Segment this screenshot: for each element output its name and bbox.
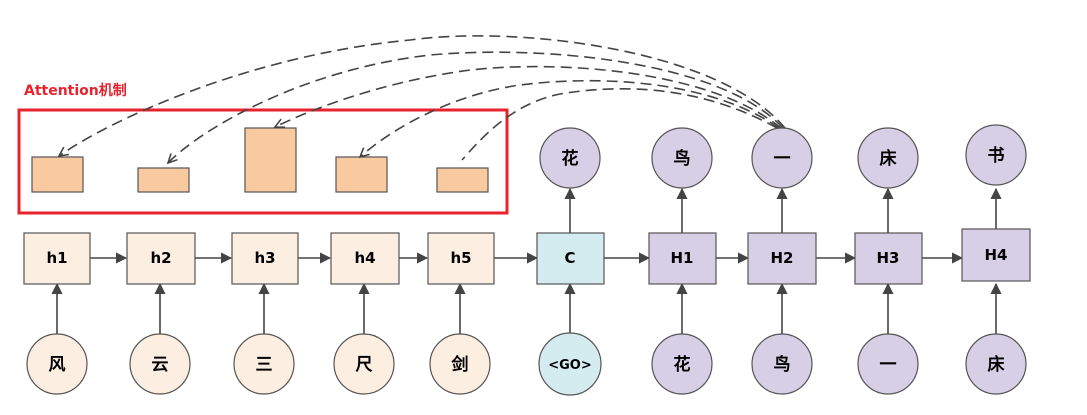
go-input-token: <GO> (548, 358, 592, 373)
context-box (536, 232, 605, 285)
decoder-input-circle-2 (751, 333, 813, 395)
decoder-input-token-2: 鸟 (774, 354, 791, 375)
attention-weight-bar-2 (137, 167, 190, 193)
encoder-state-label-2: h2 (150, 249, 171, 267)
encoder-inputs: 风 云 三 尺 剑 (26, 333, 491, 395)
context-label: C (564, 249, 575, 267)
encoder-state-label-3: h3 (254, 249, 275, 267)
output-circle-3 (751, 127, 813, 189)
attention-weight-bar-1 (31, 156, 84, 193)
encoder-state-box-4 (330, 232, 400, 285)
output-token-2: 鸟 (674, 148, 691, 169)
output-token-3: 一 (774, 149, 791, 169)
output-token-5: 书 (988, 146, 1005, 166)
encoder-input-token-4: 尺 (356, 355, 373, 375)
decoder-state-box-1 (648, 232, 717, 285)
decoder-input-circle-3 (857, 333, 919, 395)
encoder-state-box-1 (23, 232, 91, 285)
encoder-input-token-2: 云 (152, 355, 169, 375)
decoder-input-circle-4 (965, 333, 1027, 395)
decoder-inputs: 花 鸟 一 床 (651, 333, 1027, 395)
input-arrows (51, 282, 1002, 334)
encoder-states: h1 h2 h3 h4 h5 (23, 232, 495, 285)
decoder-states: H1 H2 H3 H4 (648, 228, 1031, 285)
decoder-input-token-1: 花 (674, 354, 691, 375)
encoder-state-box-5 (427, 232, 495, 285)
attention-arc-5 (461, 87, 778, 161)
encoder-input-circle-1 (26, 333, 88, 395)
attention-weight-bar-4 (335, 156, 388, 193)
attention-arc-1 (59, 35, 786, 156)
attention-weight-bar-5 (436, 167, 489, 193)
encoder-input-token-5: 剑 (451, 354, 469, 375)
output-circle-4 (857, 127, 919, 189)
decoder-input-token-3: 一 (880, 355, 897, 375)
output-token-4: 床 (880, 148, 898, 169)
output-arrows (564, 187, 1002, 233)
output-circle-5 (965, 124, 1027, 186)
encoder-input-circle-2 (129, 333, 191, 395)
decoder-state-box-3 (854, 232, 923, 285)
encoder-state-label-5: h5 (450, 249, 471, 267)
output-token-1: 花 (562, 148, 579, 169)
attention-arcs (59, 35, 786, 163)
decoder-state-label-3: H3 (877, 249, 900, 267)
go-input-circle (538, 332, 602, 396)
go-input: <GO> (538, 332, 602, 396)
decoder-state-box-2 (747, 232, 817, 285)
decoder-input-token-4: 床 (988, 354, 1006, 375)
encoder-input-circle-3 (233, 333, 295, 395)
attention-highlight-frame (17, 108, 509, 215)
decoder-state-label-1: H1 (671, 249, 694, 267)
encoder-state-box-2 (126, 232, 196, 285)
encoder-input-circle-5 (429, 333, 491, 395)
encoder-input-token-1: 风 (49, 355, 66, 375)
encoder-state-box-3 (231, 232, 299, 285)
decoder-input-circle-1 (651, 333, 713, 395)
output-circle-2 (651, 127, 713, 189)
decoder-state-box-4 (961, 228, 1031, 282)
attention-weight-bars (31, 127, 489, 193)
attention-arc-3 (275, 65, 782, 129)
encoder-input-token-3: 三 (256, 355, 273, 375)
encoder-input-circle-4 (333, 333, 395, 395)
attention-title: Attention机制 (24, 83, 127, 99)
decoder-state-label-2: H2 (771, 249, 794, 267)
output-circle-1 (539, 127, 601, 189)
decoder-outputs: 花 鸟 一 床 书 (539, 124, 1027, 189)
encoder-state-label-1: h1 (46, 249, 67, 267)
context-state: C (536, 232, 605, 285)
encoder-state-label-4: h4 (354, 249, 375, 267)
decoder-state-label-4: H4 (985, 246, 1008, 264)
attention-arc-4 (360, 79, 780, 157)
attention-weight-bar-3 (244, 127, 297, 193)
